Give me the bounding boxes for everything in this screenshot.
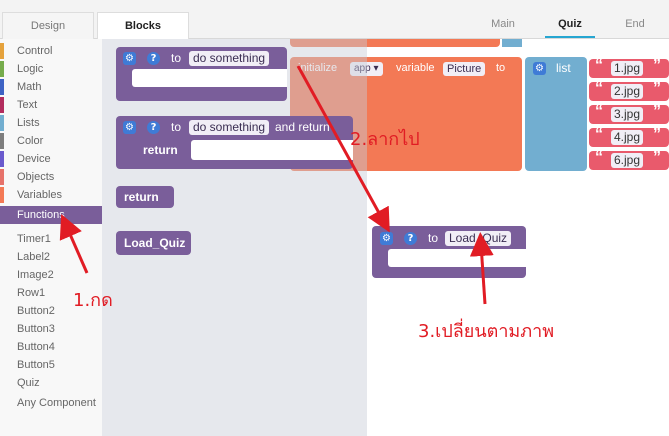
string-block[interactable]: “ 3.jpg ” (589, 103, 669, 124)
return-block[interactable]: return (116, 186, 174, 208)
to-label: to (496, 62, 506, 74)
and-return-label: and return (275, 120, 330, 134)
arrow-step3 (469, 232, 494, 305)
variable-label: variable (396, 62, 435, 74)
partial-block-top-list[interactable] (502, 39, 522, 47)
initialize-label: initialize (298, 62, 338, 74)
top-bar: Design Blocks Main Quiz End (0, 0, 669, 39)
tab-design[interactable]: Design (2, 12, 94, 39)
category-logic[interactable]: Logic (0, 60, 102, 78)
component-any[interactable]: Any Component (17, 397, 96, 409)
category-control[interactable]: Control (0, 42, 102, 60)
gear-icon[interactable]: ⚙ (123, 121, 136, 134)
annotation-step1: 1.กด (73, 290, 113, 311)
category-color[interactable]: Color (0, 132, 102, 150)
procedure-return-block[interactable]: ⚙ ? to do something and return return (116, 116, 353, 169)
call-label: Load_Quiz (124, 236, 186, 250)
screen-tab-end[interactable]: End (625, 18, 645, 30)
gear-icon[interactable]: ⚙ (380, 232, 393, 245)
blocks-sidebar: Control Logic Math Text Lists Color Devi… (0, 39, 102, 436)
screen-tab-main[interactable]: Main (491, 18, 515, 30)
component-button4[interactable]: Button4 (17, 341, 55, 353)
category-device[interactable]: Device (0, 150, 102, 168)
category-variables[interactable]: Variables (0, 186, 102, 204)
list-label: list (556, 61, 571, 75)
help-icon[interactable]: ? (147, 121, 160, 134)
string-value[interactable]: 3.jpg (611, 107, 644, 122)
string-value[interactable]: 1.jpg (611, 61, 644, 76)
component-button2[interactable]: Button2 (17, 305, 55, 317)
string-value[interactable]: 2.jpg (611, 84, 644, 99)
return-label: return (124, 190, 159, 204)
string-block[interactable]: “ 1.jpg ” (589, 57, 669, 78)
variable-name-field[interactable]: Picture (443, 62, 486, 76)
scope-dropdown[interactable]: app ▾ (350, 62, 383, 76)
procedure-name-field[interactable]: do something (189, 120, 270, 135)
component-quiz[interactable]: Quiz (17, 377, 40, 389)
chevron-down-icon: ▾ (373, 63, 379, 74)
string-value[interactable]: 6.jpg (611, 153, 644, 168)
component-image2[interactable]: Image2 (17, 269, 54, 281)
string-block[interactable]: “ 6.jpg ” (589, 149, 669, 170)
statement-slot[interactable] (132, 69, 287, 87)
gear-icon[interactable]: ⚙ (533, 62, 546, 75)
call-load-quiz-block[interactable]: Load_Quiz (116, 231, 191, 255)
string-value[interactable]: 4.jpg (611, 130, 644, 145)
component-button5[interactable]: Button5 (17, 359, 55, 371)
help-icon[interactable]: ? (147, 52, 160, 65)
string-block[interactable]: “ 4.jpg ” (589, 126, 669, 147)
category-lists[interactable]: Lists (0, 114, 102, 132)
make-list-block[interactable]: ⚙ list (525, 57, 587, 171)
category-text[interactable]: Text (0, 96, 102, 114)
component-row1[interactable]: Row1 (17, 287, 46, 299)
return-label: return (143, 143, 178, 157)
annotation-step3: 3.เปลี่ยนตามภาพ (418, 321, 555, 342)
screen-tab-quiz[interactable]: Quiz (545, 12, 595, 38)
to-label: to (171, 51, 182, 65)
string-block[interactable]: “ 2.jpg ” (589, 80, 669, 101)
arrow-step1 (59, 214, 89, 274)
procedure-do-block[interactable]: ⚙ ? to do something (116, 47, 287, 101)
component-button3[interactable]: Button3 (17, 323, 55, 335)
category-objects[interactable]: Objects (0, 168, 102, 186)
component-timer1[interactable]: Timer1 (17, 233, 51, 245)
partial-block-top[interactable] (290, 39, 500, 47)
value-slot[interactable] (191, 140, 353, 160)
to-label: to (171, 120, 182, 134)
annotation-step2: 2.ลากไป (350, 129, 420, 150)
category-math[interactable]: Math (0, 78, 102, 96)
procedure-name-field[interactable]: do something (189, 51, 270, 66)
gear-icon[interactable]: ⚙ (123, 52, 136, 65)
tab-blocks[interactable]: Blocks (97, 12, 189, 39)
to-label: to (428, 231, 439, 245)
help-icon[interactable]: ? (404, 232, 417, 245)
procedure-load-quiz-block[interactable]: ⚙ ? to Load_Quiz (372, 226, 526, 278)
arrow-step2 (296, 65, 390, 233)
component-label2[interactable]: Label2 (17, 251, 51, 263)
